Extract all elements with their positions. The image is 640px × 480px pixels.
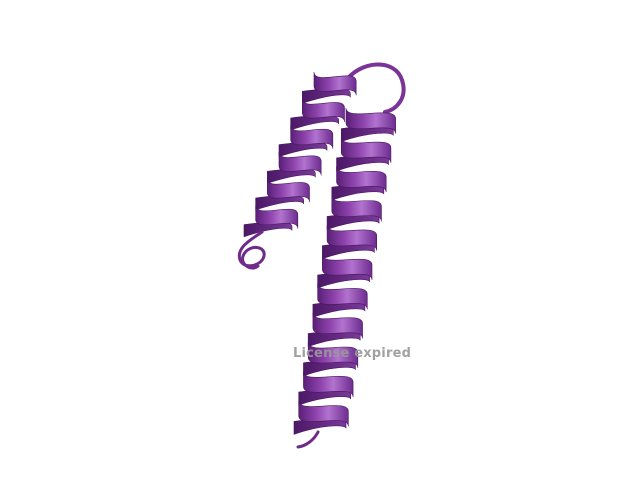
helix-ribbon-front-segment	[312, 312, 363, 339]
helix-ribbon-front-segment	[278, 151, 322, 176]
helix-left	[243, 71, 357, 238]
coil-terminus-left	[237, 230, 266, 270]
helix-ribbon-front-segment	[267, 178, 310, 203]
helix-right	[293, 107, 396, 435]
helix-ribbon-front-segment	[307, 342, 359, 368]
helix-ribbon-front-segment	[326, 225, 378, 251]
helix-ribbon-front-segment	[345, 107, 396, 134]
helix-ribbon-front-segment	[322, 254, 373, 281]
loop-top	[343, 62, 406, 114]
coil-terminus-bottom	[296, 430, 320, 449]
helix-ribbon-front-segment	[313, 71, 357, 96]
helix-ribbon-front-segment	[340, 137, 392, 163]
helix-ribbon-front-segment	[302, 98, 345, 123]
